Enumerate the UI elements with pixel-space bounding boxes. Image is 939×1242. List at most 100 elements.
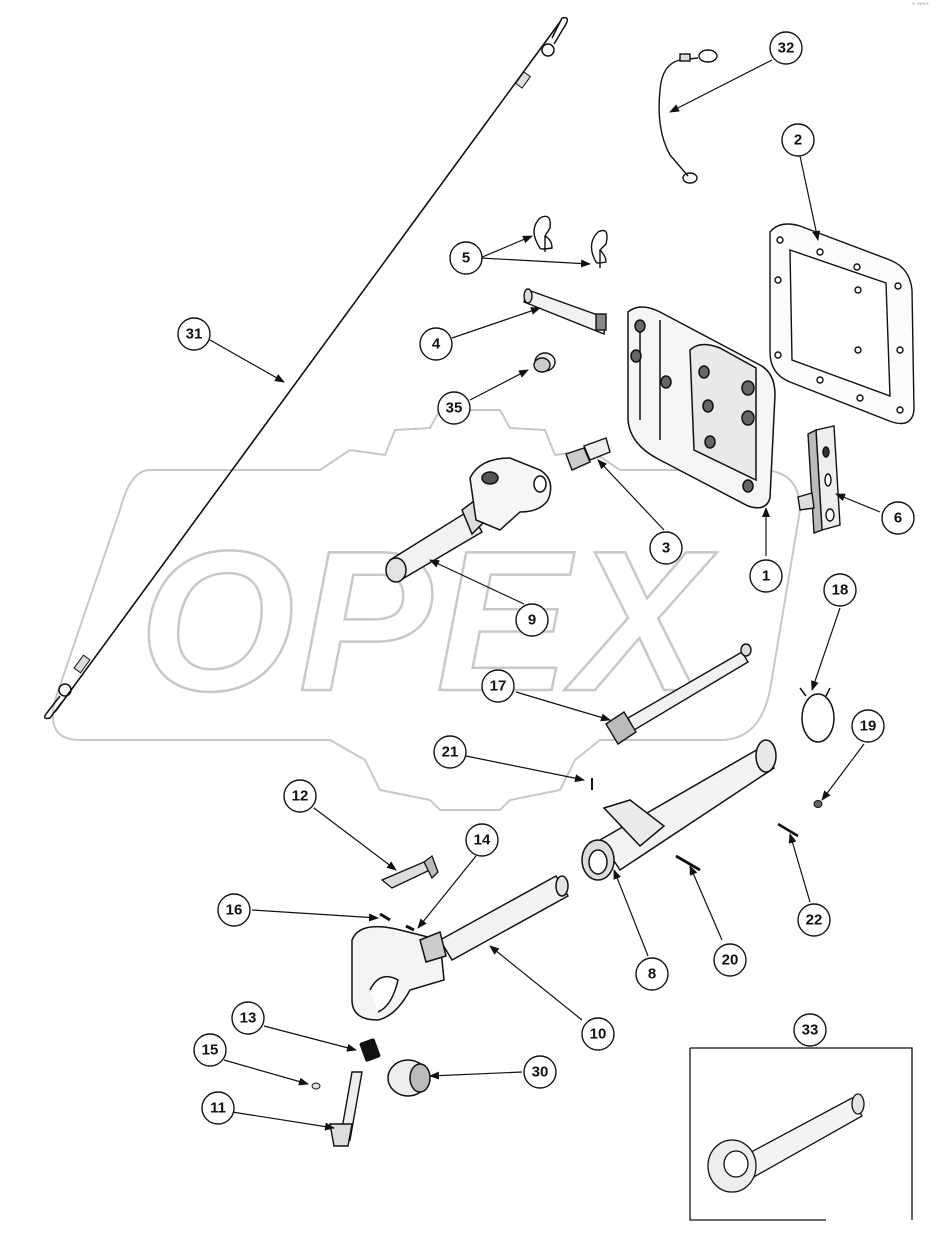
part-2-gasket bbox=[769, 223, 915, 425]
callout-4: 4 bbox=[419, 327, 453, 361]
leader-32 bbox=[669, 59, 773, 113]
leader-5b bbox=[479, 257, 591, 268]
svg-text:33: 33 bbox=[802, 1022, 819, 1039]
svg-text:10: 10 bbox=[590, 1026, 607, 1043]
svg-text:4: 4 bbox=[432, 336, 441, 353]
leader-9 bbox=[429, 559, 525, 605]
leader-11 bbox=[231, 1111, 335, 1131]
callout-2: 2 bbox=[781, 123, 815, 157]
corner-watermark-mark: ᵃ ᵒᵖᵉˣ bbox=[912, 1, 929, 9]
svg-text:9: 9 bbox=[528, 612, 536, 629]
callout-5: 5 bbox=[449, 241, 483, 275]
callout-20: 20 bbox=[713, 943, 747, 977]
svg-text:22: 22 bbox=[806, 912, 823, 929]
leader-14 bbox=[417, 855, 477, 929]
svg-text:17: 17 bbox=[490, 678, 507, 695]
callout-17: 17 bbox=[481, 669, 515, 703]
part-22-pin bbox=[777, 822, 799, 838]
leader-30 bbox=[429, 1071, 523, 1080]
callout-14: 14 bbox=[465, 823, 499, 857]
part-15-pin bbox=[311, 1082, 321, 1090]
callout-31: 31 bbox=[177, 317, 211, 351]
svg-text:32: 32 bbox=[778, 40, 795, 57]
part-20-bolt bbox=[675, 854, 701, 872]
leader-22 bbox=[788, 833, 811, 903]
leader-18 bbox=[811, 607, 841, 691]
leader-16 bbox=[251, 909, 379, 922]
part-33-inset bbox=[689, 1047, 913, 1221]
leader-5a bbox=[479, 235, 533, 259]
svg-text:11: 11 bbox=[210, 1100, 226, 1117]
part-1-bracket bbox=[627, 306, 776, 509]
leader-31 bbox=[209, 339, 285, 383]
part-32-lanyard bbox=[658, 49, 718, 184]
part-4-pin bbox=[523, 288, 607, 335]
part-19-nut bbox=[813, 800, 823, 808]
part-3-bolt bbox=[565, 437, 611, 471]
leader-35 bbox=[469, 369, 529, 401]
svg-text:12: 12 bbox=[292, 788, 309, 805]
svg-text:5: 5 bbox=[462, 250, 470, 267]
part-6-plate bbox=[797, 425, 841, 534]
callout-30: 30 bbox=[523, 1055, 557, 1089]
callout-35: 35 bbox=[437, 391, 471, 425]
svg-text:16: 16 bbox=[226, 902, 243, 919]
callout-18: 18 bbox=[823, 573, 857, 607]
callout-10: 10 bbox=[581, 1017, 615, 1051]
svg-text:6: 6 bbox=[894, 510, 902, 527]
callout-19: 19 bbox=[851, 709, 885, 743]
leader-20 bbox=[689, 865, 723, 941]
callout-22: 22 bbox=[797, 903, 831, 937]
svg-text:21: 21 bbox=[442, 744, 459, 761]
part-10-link bbox=[351, 874, 570, 1021]
svg-text:3: 3 bbox=[662, 540, 670, 557]
svg-text:2: 2 bbox=[794, 132, 802, 149]
part-17-screw-rod bbox=[605, 643, 752, 745]
callout-16: 16 bbox=[217, 893, 251, 927]
callout-33: 33 bbox=[793, 1013, 827, 1047]
svg-text:19: 19 bbox=[860, 718, 877, 735]
svg-text:35: 35 bbox=[446, 400, 463, 417]
svg-text:8: 8 bbox=[648, 966, 656, 983]
leader-12 bbox=[313, 807, 397, 871]
callout-3: 3 bbox=[649, 531, 683, 565]
callout-13: 13 bbox=[231, 1001, 265, 1035]
callout-1: 1 bbox=[749, 559, 783, 593]
leader-17 bbox=[515, 691, 611, 722]
part-11-lever bbox=[329, 1071, 363, 1147]
leader-19 bbox=[821, 743, 865, 801]
part-16-pin bbox=[379, 912, 391, 922]
leader-4 bbox=[451, 307, 541, 339]
part-13-spring bbox=[359, 1038, 381, 1062]
svg-text:31: 31 bbox=[186, 326, 203, 343]
leader-lines bbox=[209, 59, 881, 1131]
leader-8 bbox=[613, 869, 649, 957]
leader-21 bbox=[465, 755, 585, 783]
svg-text:13: 13 bbox=[240, 1010, 257, 1027]
callout-12: 12 bbox=[283, 779, 317, 813]
callout-8: 8 bbox=[635, 957, 669, 991]
leader-3 bbox=[597, 459, 665, 531]
part-12-latch bbox=[380, 854, 439, 889]
svg-text:14: 14 bbox=[474, 832, 491, 849]
callout-9: 9 bbox=[515, 603, 549, 637]
leader-13 bbox=[263, 1025, 357, 1052]
callout-15: 15 bbox=[193, 1033, 227, 1067]
svg-text:15: 15 bbox=[202, 1042, 219, 1059]
callout-21: 21 bbox=[433, 735, 467, 769]
callout-32: 32 bbox=[769, 31, 803, 65]
svg-text:18: 18 bbox=[832, 582, 849, 599]
callouts: 32 2 5 4 31 35 3 1 6 9 17 18 21 19 12 14… bbox=[177, 31, 915, 1125]
part-14-pin bbox=[405, 924, 415, 932]
svg-text:20: 20 bbox=[722, 952, 739, 969]
part-35-bushing bbox=[533, 352, 556, 373]
part-30-ball bbox=[387, 1059, 431, 1097]
leader-6 bbox=[835, 493, 881, 513]
callout-6: 6 bbox=[881, 501, 915, 535]
watermark-gear-outline bbox=[51, 409, 802, 811]
svg-text:1: 1 bbox=[762, 568, 770, 585]
part-31-cable bbox=[43, 16, 569, 720]
svg-text:30: 30 bbox=[532, 1064, 549, 1081]
part-18-ring bbox=[799, 687, 835, 743]
